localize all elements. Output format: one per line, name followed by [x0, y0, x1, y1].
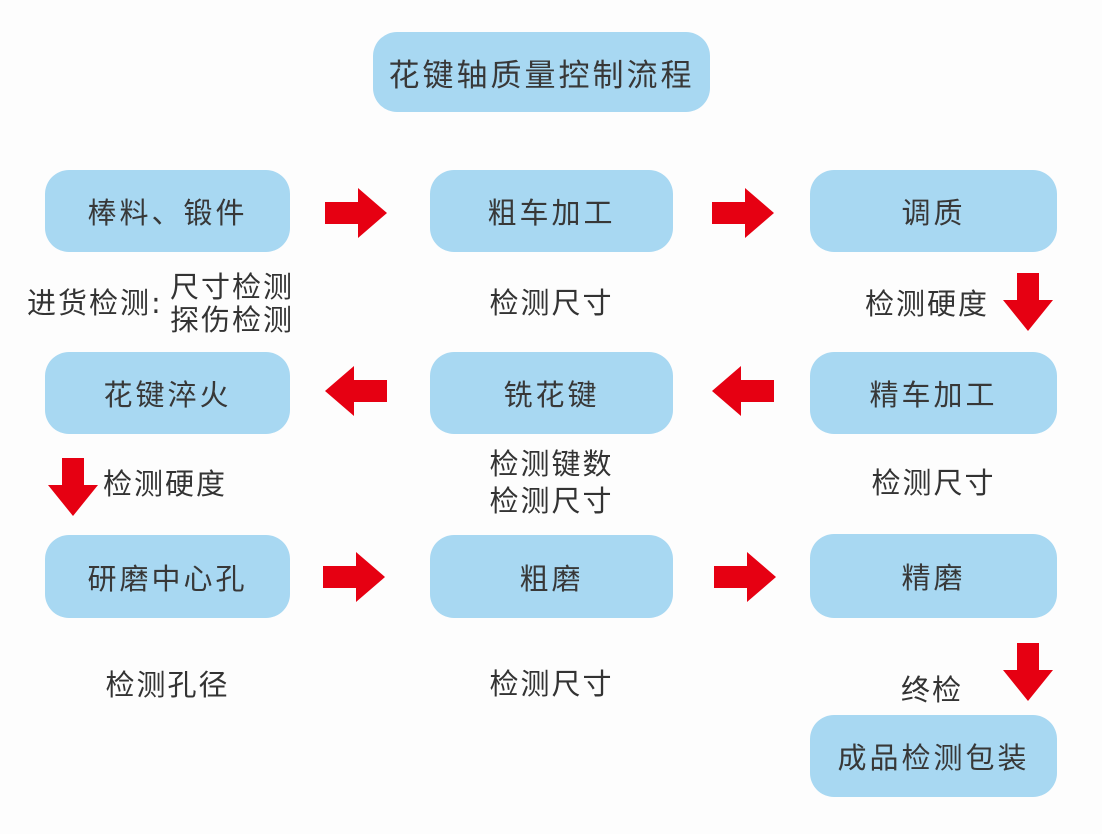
flowchart-title: 花键轴质量控制流程	[373, 32, 710, 112]
check-size-label: 检测尺寸	[489, 286, 614, 320]
arrow-right-icon	[323, 552, 385, 602]
check-size-label: 检测尺寸	[489, 484, 614, 518]
node-spline-quenching: 花键淬火	[45, 352, 290, 434]
node-fine-grinding: 精磨	[810, 534, 1057, 618]
node-fine-turning: 精车加工	[810, 352, 1057, 434]
node-finished-product-inspection-packaging: 成品检测包装	[810, 715, 1057, 797]
check-hardness-label: 检测硬度	[103, 467, 228, 501]
arrow-right-icon	[325, 188, 387, 238]
node-rough-turning: 粗车加工	[430, 170, 673, 252]
node-bar-stock-forgings: 棒料、锻件	[45, 170, 290, 252]
incoming-inspection-prefix: 进货检测:	[27, 286, 163, 320]
arrow-right-icon	[714, 552, 776, 602]
node-grind-center-hole: 研磨中心孔	[45, 535, 290, 618]
check-hole-diameter-label: 检测孔径	[105, 668, 230, 702]
node-quench-temper: 调质	[810, 170, 1057, 252]
check-size-label: 检测尺寸	[489, 667, 614, 701]
arrow-left-icon	[325, 366, 387, 416]
node-rough-grinding: 粗磨	[430, 535, 673, 618]
incoming-inspection-line2: 探伤检测	[170, 303, 295, 337]
arrow-down-icon	[1003, 643, 1053, 701]
arrow-left-icon	[712, 366, 774, 416]
final-inspection-label: 终检	[901, 673, 964, 707]
arrow-down-icon	[1003, 273, 1053, 331]
check-key-count-label: 检测键数	[489, 447, 614, 481]
arrow-down-icon	[48, 458, 98, 516]
arrow-right-icon	[712, 188, 774, 238]
check-size-label: 检测尺寸	[871, 466, 996, 500]
check-hardness-label: 检测硬度	[865, 287, 990, 321]
node-spline-milling: 铣花键	[430, 352, 673, 434]
incoming-inspection-line1: 尺寸检测	[170, 270, 295, 304]
